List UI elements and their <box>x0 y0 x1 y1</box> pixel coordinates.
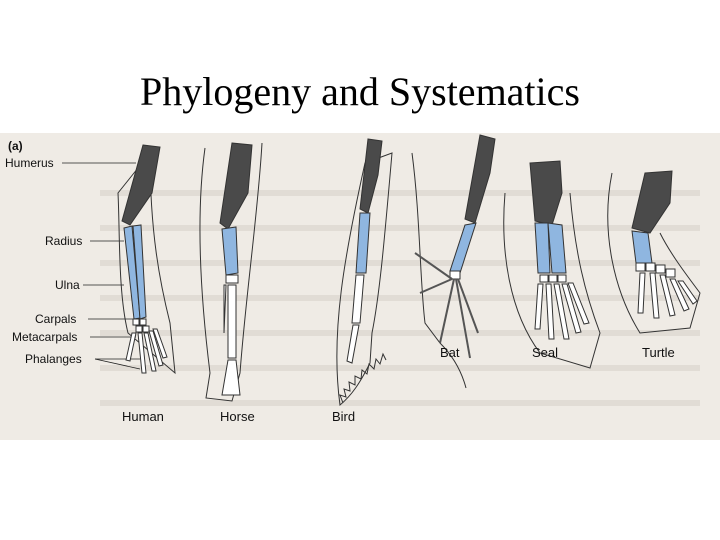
human-limb <box>117 144 176 375</box>
caption-horse: Horse <box>220 409 255 424</box>
caption-human: Human <box>122 409 164 424</box>
horse-limb <box>199 142 263 402</box>
homology-figure: (a) Humerus Radius Ulna Carpals Metacarp… <box>0 133 720 440</box>
label-carpals: Carpals <box>35 312 76 326</box>
turtle-limb <box>607 170 701 334</box>
bird-limb <box>336 138 393 406</box>
label-phalanges: Phalanges <box>25 352 82 366</box>
caption-bird: Bird <box>332 409 355 424</box>
label-ulna: Ulna <box>55 278 80 292</box>
label-radius: Radius <box>45 234 82 248</box>
label-humerus: Humerus <box>5 156 54 170</box>
label-metacarpals: Metacarpals <box>12 330 77 344</box>
seal-limb <box>503 160 601 369</box>
bone-labels: Humerus Radius Ulna Carpals Metacarpals … <box>5 156 141 370</box>
panel-label: (a) <box>8 139 23 153</box>
bat-limb <box>411 134 496 389</box>
caption-turtle: Turtle <box>642 345 675 360</box>
slide-title: Phylogeny and Systematics <box>140 69 580 114</box>
caption-bat: Bat <box>440 345 460 360</box>
caption-seal: Seal <box>532 345 558 360</box>
limb-diagram: (a) Humerus Radius Ulna Carpals Metacarp… <box>0 133 720 440</box>
